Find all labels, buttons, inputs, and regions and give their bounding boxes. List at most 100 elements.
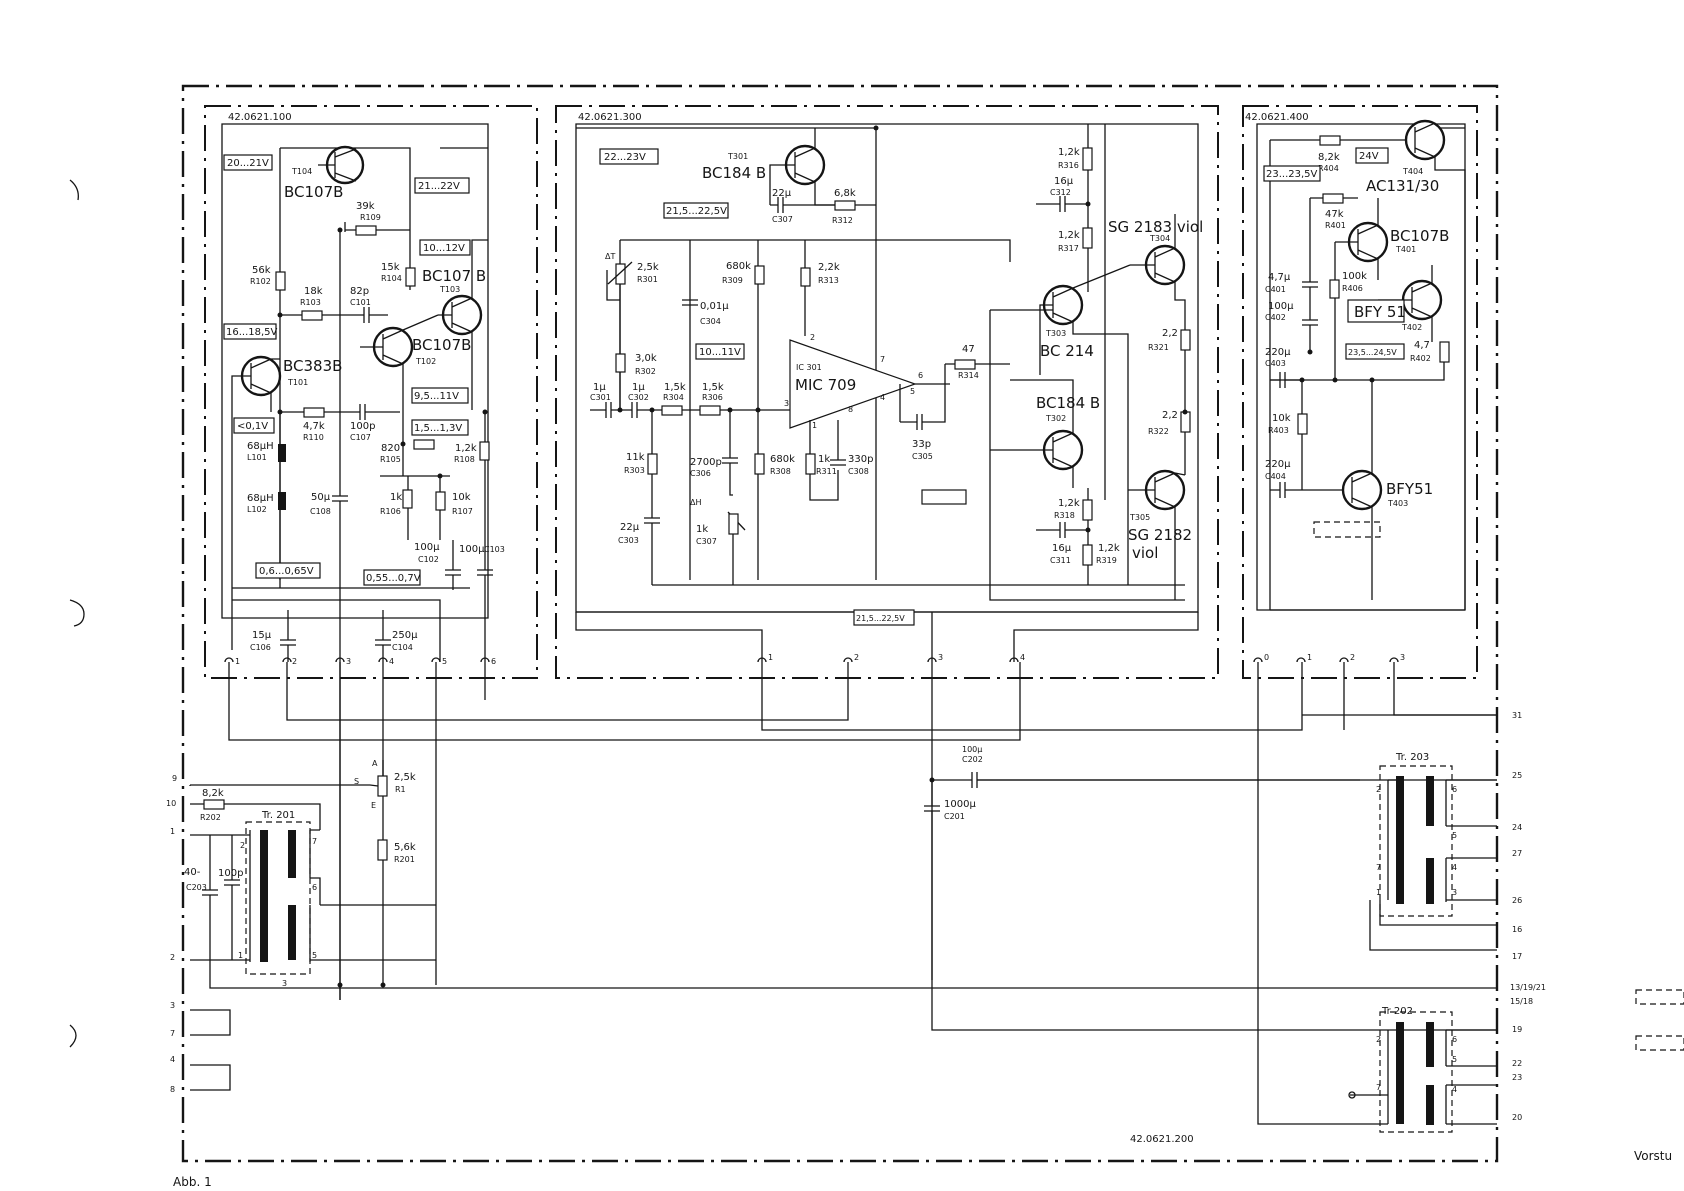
pin-5: 5 [910,387,915,396]
voltage-tags-100: 20...21V 21...22V 10...12V 16...18,5V <0… [223,154,471,586]
label-r108: R108 [454,455,475,464]
value-r104: 15k [381,262,400,273]
page-marks [69,179,1684,1051]
pin-400-2: 2 [1350,653,1355,662]
connector-400: 0 1 2 3 [1253,653,1405,663]
value-r402: 4,7 [1414,340,1430,351]
svg-text:2: 2 [1376,785,1381,794]
label-r314: R314 [958,371,979,380]
label-c101: C101 [350,298,371,307]
terminal-3: 3 [170,1001,175,1010]
label-r302: R302 [635,367,656,376]
label-t304: T304 [1149,234,1170,243]
value-r103: 18k [304,286,323,297]
value-r106: 1k [390,492,402,503]
label-r313: R313 [818,276,839,285]
resistor-r402 [1439,341,1450,363]
figure-caption: Abb. 1 [173,1175,212,1189]
terminal-31: 31 [1512,711,1522,720]
resistor-r304 [661,405,683,416]
resistor-r102 [275,271,286,291]
terminal-22: 22 [1512,1059,1522,1068]
terminal-8: 8 [170,1085,175,1094]
label-t104-type: BC107B [284,183,343,201]
blank-tag-300 [921,489,967,505]
pin-2: 2 [810,333,815,342]
label-c202: C202 [962,755,983,764]
label-l102: L102 [247,505,267,514]
wiper-s: S [354,777,359,786]
label-t303-type: BC 214 [1040,342,1094,360]
label-r401: R401 [1325,221,1346,230]
value-c305: 33p [912,439,931,450]
label-r319: R319 [1096,556,1117,565]
label-ic301: IC 301 [796,363,822,372]
label-c308: C308 [848,467,869,476]
label-r103: R103 [300,298,321,307]
voltage-tags-300: 22...23V 21,5...22,5V 10...11V 21,5...22… [599,148,915,626]
voltage-21-5-22-5v: 21,5...22,5V [666,206,727,217]
label-r1: R1 [395,785,406,794]
module-number-400: 42.0621.400 [1245,112,1309,123]
svg-text:1: 1 [238,951,243,960]
label-t305-viol: viol [1132,544,1158,562]
voltage-22-23v: 22...23V [604,152,646,163]
board-outline-100 [221,123,489,619]
label-r104: R104 [381,274,402,283]
label-t404-type: AC131/30 [1366,177,1439,195]
label-tr203: Tr. 203 [1395,752,1429,763]
label-r109: R109 [360,213,381,222]
label-c203: C203 [186,883,207,892]
label-c402: C402 [1265,313,1286,322]
label-t401-type: BC107B [1390,227,1449,245]
label-r106: R106 [380,507,401,516]
svg-text:3: 3 [282,979,287,988]
svg-text:5: 5 [1452,831,1457,840]
voltage-21-22v: 21...22V [418,181,460,192]
value-r304: 1,5k [664,382,686,393]
value-l101: 68µH [247,441,274,452]
label-c304: C304 [700,317,721,326]
module-frame-42-0621-300 [555,105,1219,679]
label-r304: R304 [663,393,684,402]
label-c307b: C307 [696,537,717,546]
resistor-r319 [1082,544,1093,566]
transistor-t403-symbol [1341,469,1383,511]
terminal-25: 25 [1512,771,1522,780]
value-l102: 68µH [247,493,274,504]
label-c301: C301 [590,393,611,402]
resistor-r313 [800,267,811,287]
resistor-r406 [1329,279,1340,299]
pin-100-1: 1 [235,657,240,666]
voltage-20-21v: 20...21V [227,158,269,169]
value-r309: 680k [726,261,751,272]
terminal-2: 2 [170,953,175,962]
pin-300-4: 4 [1020,653,1025,662]
label-r309: R309 [722,276,743,285]
pin-1: 1 [812,421,817,430]
value-c306: 2700p [690,457,722,468]
voltage-16-18-5v: 16...18,5V [226,327,278,338]
svg-text:1: 1 [1376,888,1381,897]
connector-300: 1 2 3 4 [757,653,1025,663]
label-c103: C103 [484,545,505,554]
resistor-r108 [479,441,490,461]
value-r110: 4,7k [303,421,325,432]
pin-100-6: 6 [491,657,496,666]
value-c104: 250µ [392,630,418,641]
resistor-r308 [754,453,765,475]
label-t101-type: BC383B [283,357,342,375]
resistor-r303 [647,453,658,475]
svg-text:7: 7 [312,837,317,846]
value-c301: 1µ [593,382,606,393]
pin-8: 8 [848,405,853,414]
pin-300-1: 1 [768,653,773,662]
label-c401: C401 [1265,285,1286,294]
transformer-tr203-box [1379,765,1453,917]
value-r406: 100k [1342,271,1367,282]
label-tr202: Tr 202 [1381,1006,1413,1017]
transformer-tr202-box [1379,1011,1453,1133]
pin-100-4: 4 [389,657,394,666]
label-c102: C102 [418,555,439,564]
label-r202: R202 [200,813,221,822]
